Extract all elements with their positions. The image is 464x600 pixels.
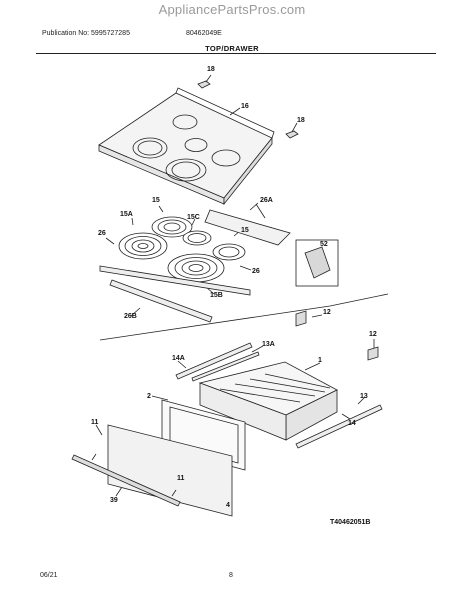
- callout-26-right: 26: [252, 268, 260, 275]
- callout-14: 14: [348, 420, 356, 427]
- callout-14A: 14A: [172, 355, 185, 362]
- callout-26A: 26A: [260, 197, 273, 204]
- callout-18-right: 18: [297, 117, 305, 124]
- section-divider: [99, 293, 389, 341]
- callout-1: 1: [318, 357, 322, 364]
- handle-39: [71, 454, 181, 507]
- rail-14: [295, 404, 383, 449]
- callout-15A: 15A: [120, 211, 133, 218]
- diagram-code: T40462051B: [330, 519, 371, 526]
- trim-26B: [109, 279, 213, 323]
- footer-date: 06/21: [40, 572, 58, 579]
- cooktop-glass: [98, 87, 275, 206]
- clip-right: [285, 130, 299, 139]
- drawer-body: [198, 361, 338, 441]
- rail-14A: [175, 342, 253, 380]
- clip-left: [197, 80, 211, 89]
- title-rule: [36, 53, 436, 54]
- callout-26-left: 26: [98, 230, 106, 237]
- watermark: AppliancePartsPros.com: [158, 2, 306, 17]
- publication-number: Publication No: 5995727285: [42, 30, 130, 37]
- rail-13A: [191, 351, 260, 382]
- bracket-26A: [204, 209, 291, 246]
- callout-2: 2: [147, 393, 151, 400]
- callout-15C: 15C: [187, 214, 200, 221]
- bracket-26: [99, 265, 251, 296]
- drawer-panel-4: [107, 424, 233, 517]
- callout-12-right: 12: [369, 331, 377, 338]
- callout-4: 4: [226, 502, 230, 509]
- bracket-12: [295, 310, 307, 327]
- callout-11-left: 11: [91, 419, 99, 426]
- callout-15B: 15B: [210, 292, 223, 299]
- callout-16: 16: [241, 103, 249, 110]
- surface-elements: [118, 216, 246, 283]
- callout-labels: 18 16 18 15 15A 15C 26A 26 15 52 26 15B …: [91, 66, 377, 509]
- callout-13: 13: [360, 393, 368, 400]
- callout-15-right: 15: [241, 227, 249, 234]
- callout-15-top: 15: [152, 197, 160, 204]
- model-number: 80462049E: [186, 30, 222, 37]
- callout-13A: 13A: [262, 341, 275, 348]
- page-title: TOP/DRAWER: [205, 44, 259, 53]
- callout-18-top: 18: [207, 66, 215, 73]
- callout-11-right: 11: [177, 475, 185, 482]
- callout-26B: 26B: [124, 313, 137, 320]
- callout-52: 52: [320, 241, 328, 248]
- callout-12-top: 12: [323, 309, 331, 316]
- callout-39: 39: [110, 497, 118, 504]
- footer-page-number: 8: [229, 572, 233, 579]
